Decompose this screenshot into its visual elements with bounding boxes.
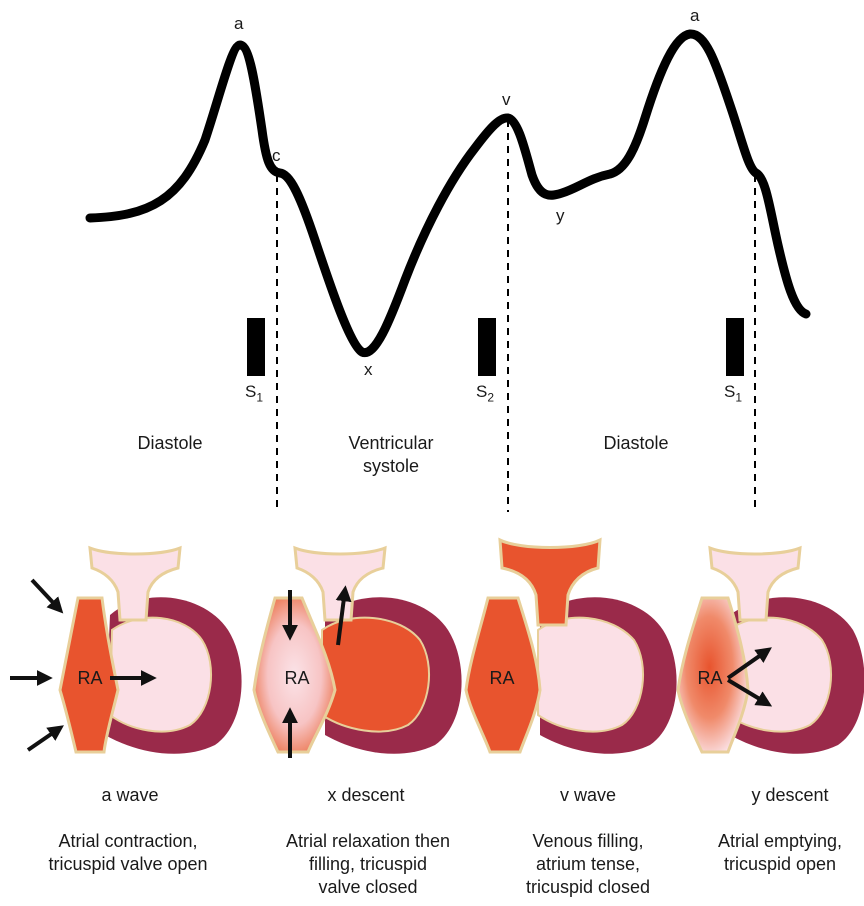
arrow-in-bottom	[28, 728, 60, 750]
panel-title-a-wave: a wave	[70, 784, 190, 807]
phase-label-diastole-1: Diastole	[120, 432, 220, 455]
heart-sound-label-s1: S1	[245, 382, 263, 404]
heart-sound-bar-s1	[247, 318, 265, 376]
chamber-label-ra-4: RA	[690, 667, 730, 690]
arrow-in-top	[32, 580, 60, 610]
panel-desc-a-wave: Atrial contraction, tricuspid valve open	[18, 830, 238, 876]
panel-title-v-wave: v wave	[528, 784, 648, 807]
heart-sound-label-s2: S2	[476, 382, 494, 404]
wave-label-y: y	[556, 206, 565, 226]
heart-sound-bar-s2	[478, 318, 496, 376]
chamber-label-ra-2: RA	[277, 667, 317, 690]
phase-label-diastole-2: Diastole	[586, 432, 686, 455]
chamber-label-ra-3: RA	[482, 667, 522, 690]
wave-label-a2: a	[690, 6, 699, 26]
panel-desc-v-wave: Venous filling, atrium tense, tricuspid …	[488, 830, 688, 899]
wave-label-v: v	[502, 90, 511, 110]
heart-panel-v-wave	[466, 540, 677, 754]
wave-label-a1: a	[234, 14, 243, 34]
heart-panel-y-descent	[678, 548, 864, 754]
panel-title-x-descent: x descent	[306, 784, 426, 807]
heart-panel-a-wave	[10, 548, 242, 754]
panel-desc-y-descent: Atrial emptying, tricuspid open	[696, 830, 864, 876]
panel-title-y-descent: y descent	[730, 784, 850, 807]
heart-sound-bar-s1-second	[726, 318, 744, 376]
heart-sound-label-s1-second: S1	[724, 382, 742, 404]
jvp-waveform	[90, 34, 806, 353]
ventricle	[538, 618, 643, 732]
wave-label-c: c	[272, 146, 281, 166]
phase-label-systole: Ventricular systole	[326, 432, 456, 478]
panel-desc-x-descent: Atrial relaxation then filling, tricuspi…	[258, 830, 478, 899]
ventricle	[110, 618, 211, 732]
chamber-label-ra-1: RA	[70, 667, 110, 690]
wave-label-x: x	[364, 360, 373, 380]
heart-panel-x-descent	[254, 548, 462, 758]
